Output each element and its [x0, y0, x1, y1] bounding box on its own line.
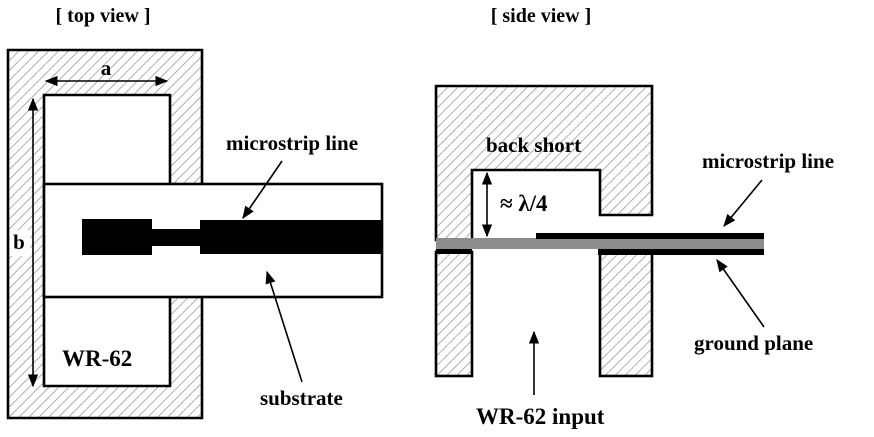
dim-b-label: b — [13, 230, 25, 254]
top-view-microstrip-label: microstrip line — [226, 131, 358, 155]
top-view-title: [ top view ] — [56, 5, 151, 27]
side-view-title: [ side view ] — [491, 5, 592, 27]
top-view-substrate-label: substrate — [260, 386, 343, 410]
top-view-waveguide-label: WR-62 — [62, 346, 132, 371]
side-view-substrate — [436, 238, 764, 249]
top-view-microstrip-pattern — [82, 219, 382, 255]
microstrip-narrow-section — [152, 229, 202, 246]
back-short-label: back short — [486, 133, 581, 157]
side-view: [ side view ] ≈ λ/4 back short microstri… — [434, 5, 834, 429]
side-view-back-short-wall — [434, 84, 654, 242]
side-view-right-lower-wall — [598, 250, 654, 378]
side-view-left-ground-stub — [436, 249, 472, 254]
microstrip-feed-line — [200, 220, 382, 254]
top-view-microstrip-pointer — [242, 160, 283, 220]
ground-plane-pointer — [716, 258, 765, 328]
top-view-substrate-pointer — [265, 270, 303, 383]
side-view-ground-plane — [598, 249, 764, 255]
side-view-microstrip-line — [536, 233, 764, 239]
side-view-left-lower-wall — [434, 250, 474, 378]
side-view-microstrip-label: microstrip line — [702, 149, 834, 173]
quarter-wave-label: ≈ λ/4 — [500, 191, 548, 216]
ground-plane-label: ground plane — [694, 331, 813, 355]
top-view: [ top view ] a b microstrip line WR-62 s… — [6, 5, 384, 420]
side-view-microstrip-pointer — [723, 179, 763, 227]
waveguide-input-label: WR-62 input — [476, 404, 605, 429]
microstrip-probe-pad — [82, 219, 152, 255]
dim-a-label: a — [101, 56, 112, 80]
